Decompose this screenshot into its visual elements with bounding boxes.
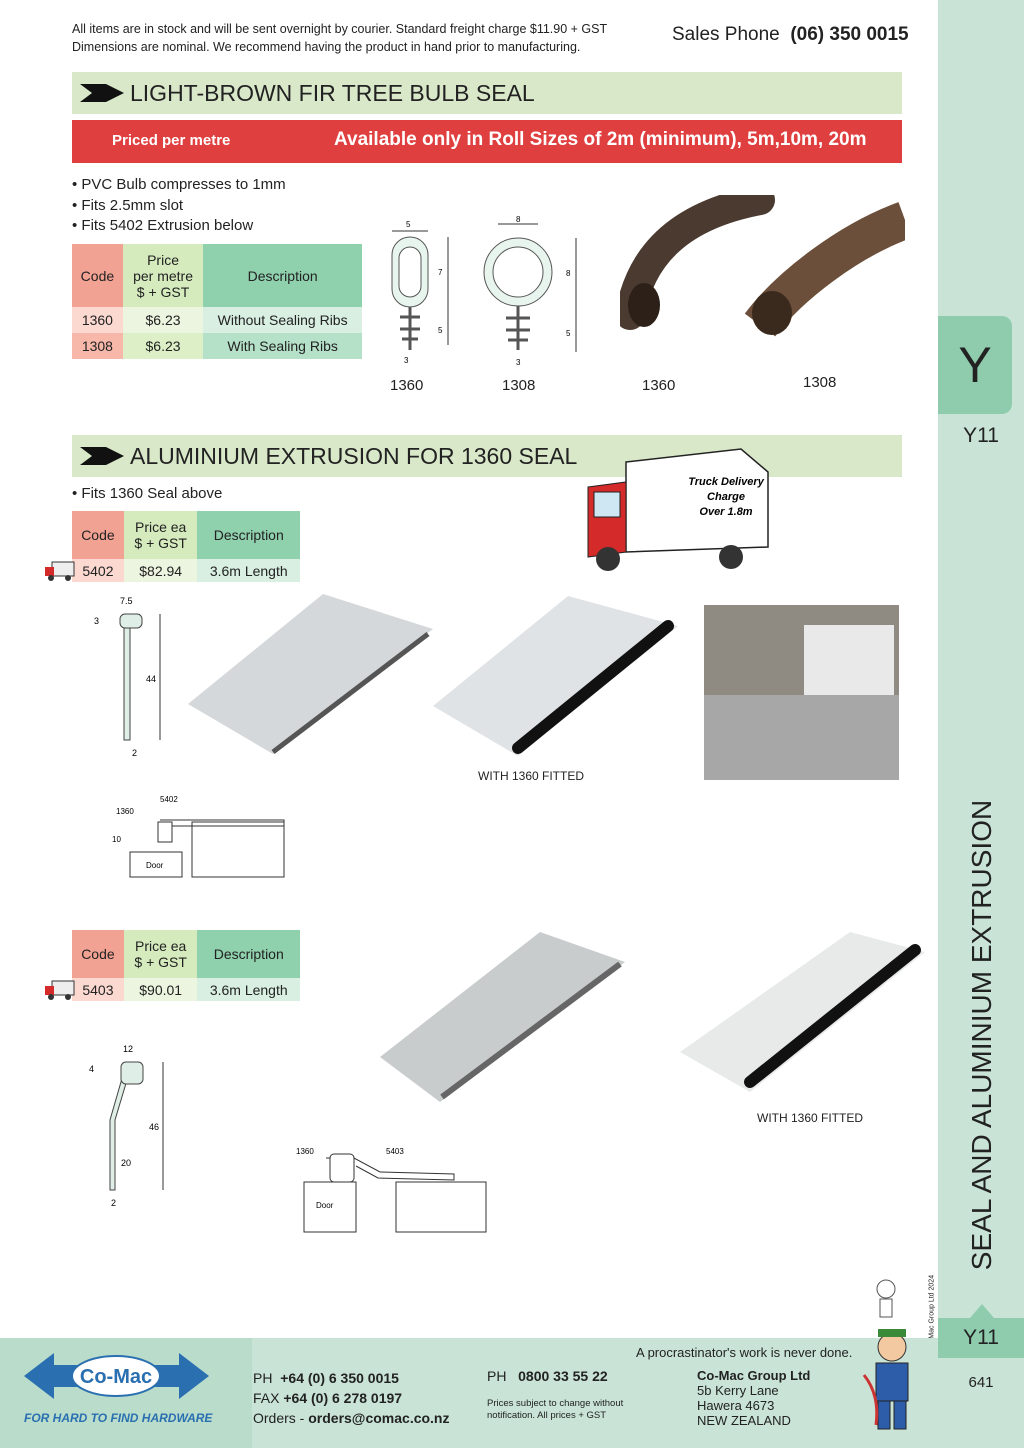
fitted-label: WITH 1360 FITTED	[478, 769, 585, 783]
contact-block: PH +64 (0) 6 350 0015 FAX +64 (0) 6 278 …	[253, 1370, 450, 1426]
svg-text:44: 44	[146, 674, 156, 684]
table-row[interactable]: 1360 $6.23 Without Sealing Ribs	[72, 307, 362, 333]
truck-icon	[45, 561, 75, 581]
svg-text:1360: 1360	[116, 807, 134, 816]
svg-text:5403: 5403	[386, 1147, 404, 1156]
fax-number: +64 (0) 6 278 0197	[283, 1390, 403, 1406]
svg-text:Door: Door	[316, 1201, 334, 1210]
svg-text:Truck Delivery: Truck Delivery	[688, 476, 765, 488]
price-table: Code Price ea$ + GST Description 5402 $8…	[72, 511, 300, 582]
orders-email[interactable]: orders@comac.co.nz	[308, 1410, 450, 1426]
svg-text:3: 3	[516, 358, 521, 367]
freephone-number[interactable]: 0800 33 55 22	[518, 1368, 608, 1384]
svg-text:12: 12	[123, 1044, 133, 1054]
installation-diagram-5403: 1360 5403 Door	[296, 1147, 487, 1233]
fig-label: 1308	[803, 374, 837, 391]
priced-per-metre: Priced per metre	[112, 132, 231, 149]
svg-text:8: 8	[566, 269, 571, 278]
extrusion-5402-photo	[188, 594, 433, 754]
sidebar-code-bottom: Y11	[963, 1326, 999, 1349]
truck-icon	[45, 980, 75, 1000]
availability-text: Available only in Roll Sizes of 2m (mini…	[334, 129, 867, 150]
price-table: Code Price ea$ + GST Description 5403 $9…	[72, 930, 300, 1001]
svg-text:Door: Door	[146, 861, 164, 870]
application-photo	[704, 605, 899, 780]
footer-quote: A procrastinator's work is never done.	[636, 1345, 853, 1360]
svg-text:46: 46	[149, 1122, 159, 1132]
notice-line: All items are in stock and will be sent …	[72, 22, 608, 36]
extrusion-5402-profile: 7.5 3 44 2	[94, 596, 161, 758]
table-row[interactable]: 5403 $90.01 3.6m Length	[72, 978, 300, 1001]
extrusion-5403-photo	[380, 932, 625, 1102]
fitted-label: WITH 1360 FITTED	[757, 1111, 864, 1125]
seal-1360-drawing: 5 7 5 3	[391, 220, 449, 365]
page-number: 641	[968, 1374, 994, 1391]
header-notice: All items are in stock and will be sent …	[72, 20, 607, 56]
section-tab-y[interactable]: Y	[938, 316, 1012, 414]
section-heading: ALUMINIUM EXTRUSION FOR 1360 SEAL	[72, 435, 902, 477]
list-item: • PVC Bulb compresses to 1mm	[72, 176, 286, 193]
svg-text:Over 1.8m: Over 1.8m	[699, 506, 752, 518]
svg-text:Co-Mac: Co-Mac	[80, 1366, 152, 1388]
svg-text:8: 8	[516, 215, 521, 224]
svg-text:Charge: Charge	[707, 491, 745, 503]
extrusion-5403-profile: 12 4 46 20 2	[89, 1044, 164, 1208]
svg-text:2: 2	[132, 748, 137, 758]
freephone: PH 0800 33 55 22	[487, 1368, 608, 1384]
prices-note: Prices subject to change without notific…	[487, 1398, 624, 1421]
arrow-icon	[80, 84, 124, 102]
feature-list: • PVC Bulb compresses to 1mm • Fits 2.5m…	[72, 175, 286, 237]
comac-logo[interactable]: Co-Mac	[24, 1345, 209, 1407]
svg-text:2: 2	[111, 1198, 116, 1208]
seal-photo	[620, 195, 905, 337]
phone-number[interactable]: +64 (0) 6 350 0015	[280, 1370, 399, 1386]
list-item: • Fits 5402 Extrusion below	[72, 217, 254, 234]
svg-text:7.5: 7.5	[120, 596, 133, 606]
list-item: • Fits 2.5mm slot	[72, 196, 184, 214]
fig-label: 1360	[642, 377, 676, 394]
svg-text:3: 3	[94, 616, 99, 626]
mascot-icon	[862, 1279, 909, 1430]
notice-line: Dimensions are nominal. We recommend hav…	[72, 40, 581, 54]
right-sidebar	[938, 0, 1024, 1448]
table-row[interactable]: 1308 $6.23 With Sealing Ribs	[72, 333, 362, 359]
svg-text:1360: 1360	[296, 1147, 314, 1156]
svg-text:5: 5	[406, 220, 411, 229]
svg-text:5402: 5402	[160, 795, 178, 804]
sidebar-code-top: Y11	[963, 424, 999, 447]
svg-text:20: 20	[121, 1158, 131, 1168]
sales-label: Sales Phone	[672, 24, 780, 45]
tagline: FOR HARD TO FIND HARDWARE	[24, 1411, 213, 1425]
col-description: Description	[203, 244, 362, 307]
tab-letter: Y	[958, 337, 992, 393]
svg-text:4: 4	[89, 1064, 94, 1074]
svg-text:5: 5	[438, 326, 443, 335]
availability-banner: Priced per metre Available only in Roll …	[72, 120, 902, 163]
address-block: Co-Mac Group Ltd 5b Kerry Lane Hawera 46…	[697, 1368, 811, 1428]
sidebar-code-bottom-box: Y11	[938, 1304, 1024, 1358]
truck-delivery-icon: Truck Delivery Charge Over 1.8m	[587, 448, 769, 571]
sales-phone[interactable]: (06) 350 0015	[790, 24, 909, 45]
fig-label: 1308	[502, 377, 536, 394]
extrusion-5402-fitted-photo	[433, 596, 678, 756]
seal-1308-drawing: 8 8 5 3	[483, 215, 577, 367]
sales-phone-block: Sales Phone (06) 350 0015	[672, 24, 909, 46]
extrusion-5403-fitted-photo	[680, 932, 925, 1092]
section-heading: LIGHT-BROWN FIR TREE BULB SEAL	[72, 72, 902, 114]
arrow-icon	[80, 447, 124, 465]
table-row[interactable]: 5402 $82.94 3.6m Length	[72, 559, 300, 582]
installation-diagram-5402: 1360 5402 10 Door	[112, 795, 285, 878]
fig-label: 1360	[390, 377, 424, 394]
vertical-title: SEAL AND ALUMINIUM EXTRUSION	[966, 799, 997, 1271]
svg-text:7: 7	[438, 268, 443, 277]
svg-text:5: 5	[566, 329, 571, 338]
svg-text:10: 10	[112, 835, 121, 844]
svg-text:3: 3	[404, 356, 409, 365]
list-item: • Fits 1360 Seal above	[72, 485, 223, 502]
col-code: Code	[72, 244, 123, 307]
